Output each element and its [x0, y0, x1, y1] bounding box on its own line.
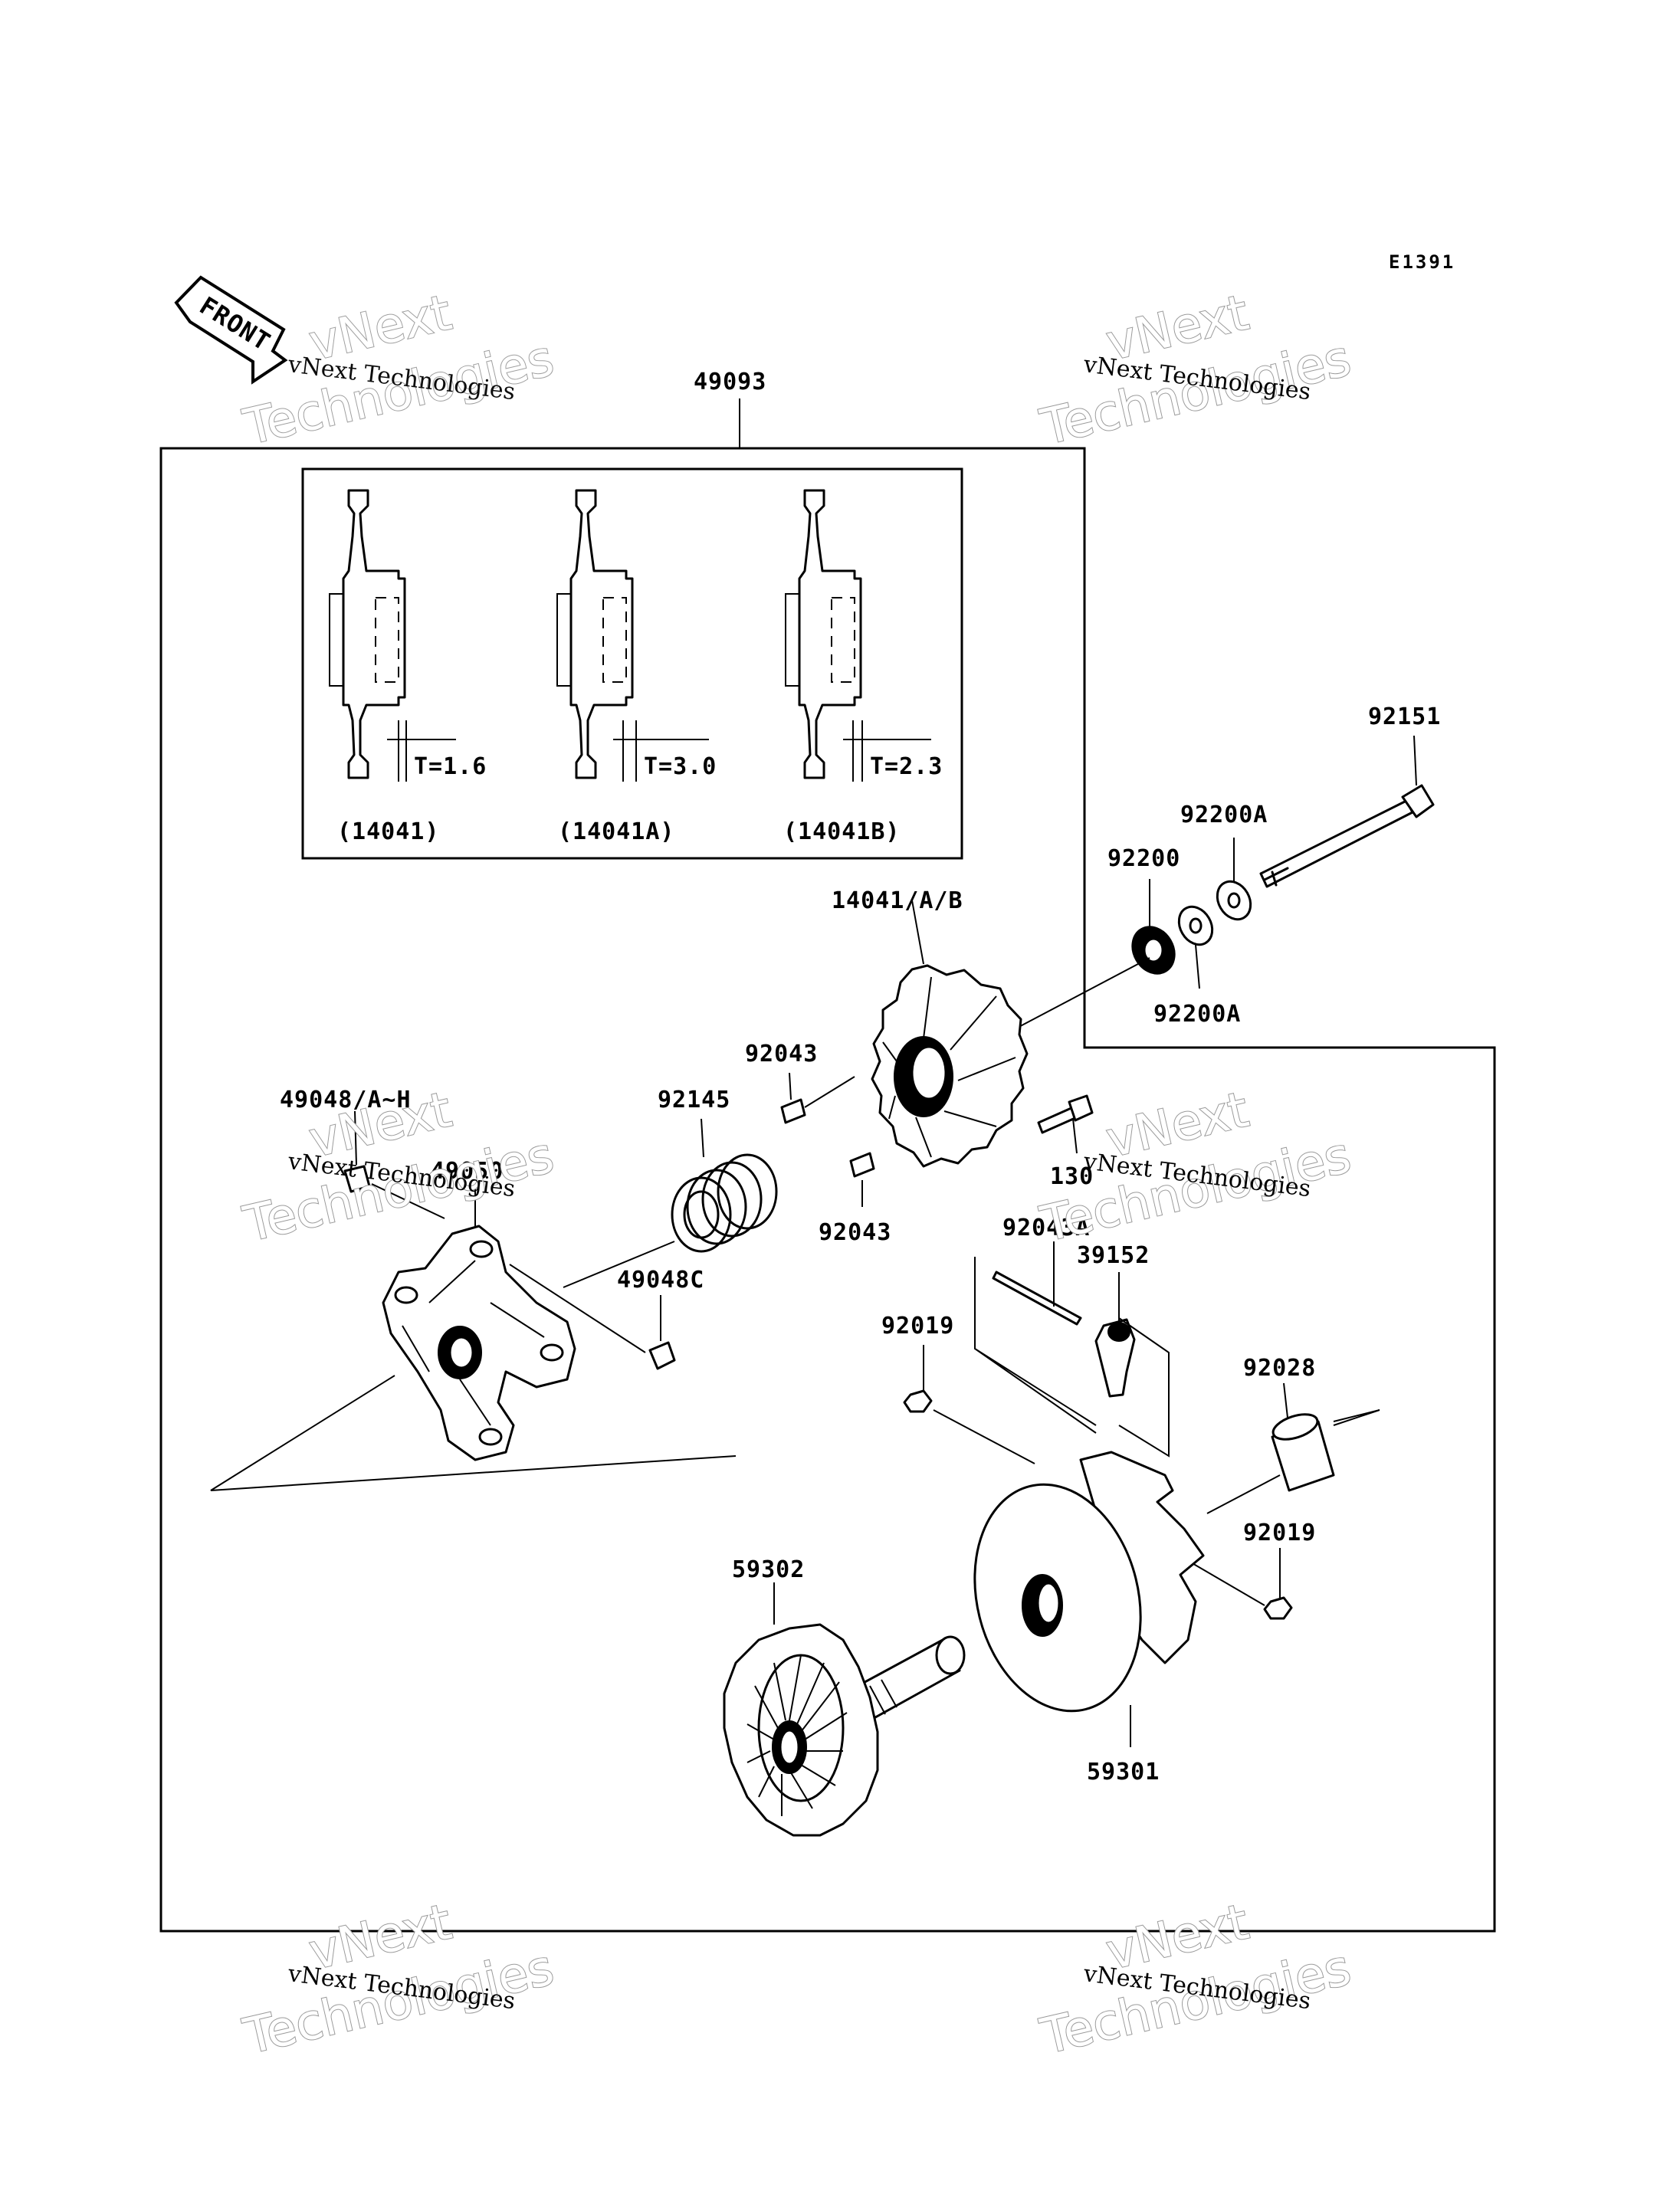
bolt-92151: 92151 [1259, 703, 1441, 888]
pins-92043: 92043 92043 [745, 1041, 891, 1246]
label-49050: 49050 [431, 1158, 504, 1185]
diagram-code: E1391 [1389, 251, 1455, 273]
watermark-mid-right: vNext Technologies vNext Technologies [1035, 1080, 1357, 1254]
spring-92145: 92145 [563, 1087, 778, 1288]
bushing-92028: 92028 [1206, 1355, 1380, 1514]
label-39152: 39152 [1077, 1242, 1150, 1269]
watermark-top-left: vNext Technologies vNext Technologies [238, 284, 559, 457]
fixed-sheave-59302: 59302 [723, 1556, 966, 1837]
weight-49048: 49048/A~H [280, 1087, 445, 1219]
watermark-top-right: vNext Technologies vNext Technologies [1035, 284, 1357, 457]
cap-49048C: 49048C [509, 1264, 704, 1370]
inset-variants-box: T=1.6 (14041) T=3.0 (14041A) T=2.3 (1404… [301, 467, 963, 860]
variant-14041-thickness: T=1.6 [414, 753, 487, 780]
variant-14041-part: (14041) [337, 818, 439, 845]
variant-14041B-thickness: T=2.3 [870, 753, 943, 780]
nut-92019-bottom: 92019 [1172, 1520, 1316, 1620]
label-130: 130 [1050, 1163, 1094, 1190]
variant-14041A-thickness: T=3.0 [644, 753, 717, 780]
label-59301: 59301 [1087, 1759, 1160, 1785]
label-49048C: 49048C [617, 1267, 704, 1294]
spider-plate-14041: 14041/A/B [832, 887, 1029, 1168]
label-92200: 92200 [1107, 845, 1180, 872]
watermark-bottom-left: vNext Technologies vNext Technologies [238, 1893, 559, 2066]
variant-14041A-part: (14041A) [558, 818, 675, 845]
label-92028: 92028 [1243, 1355, 1316, 1382]
label-92200A-top: 92200A [1180, 802, 1268, 828]
variant-14041B-part: (14041B) [783, 818, 901, 845]
variant-14041B: T=2.3 (14041B) [783, 489, 943, 845]
movable-sheave-59301: 59301 [973, 1451, 1205, 1785]
label-49048AH: 49048/A~H [280, 1087, 412, 1113]
nut-92019-top: 92019 [881, 1313, 1035, 1464]
watermark-bottom-right: vNext Technologies vNext Technologies [1035, 1893, 1357, 2066]
label-14041AB: 14041/A/B [832, 887, 963, 914]
front-arrow-icon: FRONT [174, 275, 288, 385]
assembly-outline [159, 447, 1496, 1933]
label-92019-bottom: 92019 [1243, 1520, 1316, 1546]
variant-14041A: T=3.0 (14041A) [556, 489, 717, 845]
washers-92200: 92200A 92200 92200A [1011, 802, 1268, 1031]
variant-14041: T=1.6 (14041) [329, 489, 487, 845]
label-92200A-bottom: 92200A [1153, 1001, 1241, 1028]
label-92043-top: 92043 [745, 1041, 818, 1067]
roller-39152: 39152 [1077, 1242, 1170, 1458]
pin-92043A: 92043A [974, 1215, 1097, 1434]
label-92151: 92151 [1368, 703, 1441, 730]
label-92043A: 92043A [1002, 1215, 1090, 1241]
assembly-label: 49093 [694, 369, 766, 395]
label-59302: 59302 [732, 1556, 805, 1583]
label-92145: 92145 [658, 1087, 730, 1113]
bolt-130: 130 [1037, 1094, 1094, 1190]
spider-49050: 49050 [210, 1158, 737, 1491]
label-92019-top: 92019 [881, 1313, 954, 1340]
label-92043-bottom: 92043 [819, 1219, 891, 1246]
